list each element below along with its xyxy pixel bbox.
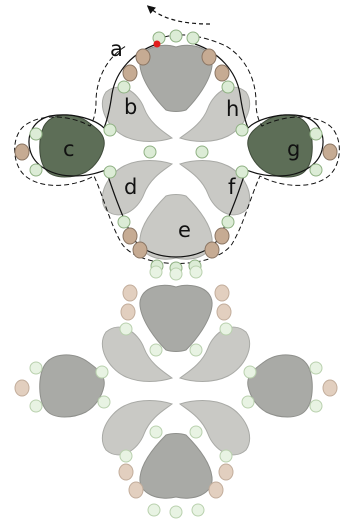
label-d: d — [124, 175, 137, 199]
bead — [97, 395, 111, 409]
bead — [29, 163, 43, 177]
bead — [147, 503, 161, 517]
bead — [241, 395, 255, 409]
bead — [309, 361, 323, 375]
bead — [309, 399, 323, 413]
bead — [221, 80, 235, 94]
bead — [219, 449, 233, 463]
bead — [195, 145, 209, 159]
bead — [322, 143, 338, 161]
bead — [132, 241, 148, 259]
bead — [29, 127, 43, 141]
bead — [29, 399, 43, 413]
start-arrow — [146, 5, 211, 25]
bead — [208, 481, 224, 499]
bead — [235, 123, 249, 137]
bead — [219, 322, 233, 336]
shell-lower-left — [39, 354, 105, 418]
shell-lower-top — [139, 284, 213, 352]
label-h: h — [226, 97, 239, 121]
bead — [169, 29, 183, 43]
bead — [221, 215, 235, 229]
bead — [117, 215, 131, 229]
shell-lower-right — [247, 354, 313, 418]
bead — [201, 48, 217, 66]
bead — [218, 463, 234, 481]
bead — [122, 284, 138, 302]
label-c: c — [63, 137, 75, 161]
green-beads-lower — [29, 265, 323, 519]
bead — [235, 165, 249, 179]
bead — [149, 343, 163, 357]
bead — [95, 365, 109, 379]
bead — [128, 481, 144, 499]
bead — [216, 303, 232, 321]
bead — [214, 284, 230, 302]
shell-e — [139, 194, 213, 260]
bead — [14, 143, 30, 161]
start-dot — [153, 40, 161, 48]
bead — [189, 425, 203, 439]
bead — [243, 365, 257, 379]
shell-top-element — [139, 44, 213, 112]
bead — [322, 379, 338, 397]
shell-g — [247, 114, 313, 178]
bead — [309, 163, 323, 177]
bead — [214, 64, 230, 82]
lower-motif — [14, 265, 338, 519]
label-f: f — [228, 175, 236, 199]
bead — [204, 241, 220, 259]
bead — [169, 267, 183, 281]
petal-lower-d — [101, 400, 174, 456]
petal-lower-b — [101, 326, 174, 382]
bead — [120, 303, 136, 321]
bead — [122, 64, 138, 82]
bead — [14, 379, 30, 397]
labels: a b c d e f g h — [63, 37, 300, 242]
bead — [189, 265, 203, 279]
bead — [103, 123, 117, 137]
bead — [122, 227, 138, 245]
bead — [29, 361, 43, 375]
bead — [186, 31, 200, 45]
petal-lower-f — [178, 400, 251, 456]
label-a: a — [110, 37, 123, 61]
bead — [214, 227, 230, 245]
label-g: g — [287, 137, 300, 161]
bead — [191, 503, 205, 517]
beige-beads-upper — [14, 48, 338, 259]
bead — [143, 145, 157, 159]
bead — [119, 322, 133, 336]
bead — [149, 265, 163, 279]
bead — [135, 48, 151, 66]
petal-lower-h — [178, 326, 251, 382]
shell-lower-bottom — [139, 433, 213, 499]
bead — [189, 343, 203, 357]
upper-motif — [14, 5, 340, 275]
bead — [117, 80, 131, 94]
label-e: e — [178, 218, 191, 242]
bead — [103, 165, 117, 179]
thread-path-dashed — [14, 34, 340, 264]
bead — [118, 463, 134, 481]
shell-c — [39, 114, 105, 178]
bead — [169, 505, 183, 519]
thread-path — [28, 43, 324, 258]
bead — [309, 127, 323, 141]
label-b: b — [124, 95, 137, 119]
bead — [119, 449, 133, 463]
beige-beads-lower — [14, 284, 338, 499]
bead — [149, 425, 163, 439]
